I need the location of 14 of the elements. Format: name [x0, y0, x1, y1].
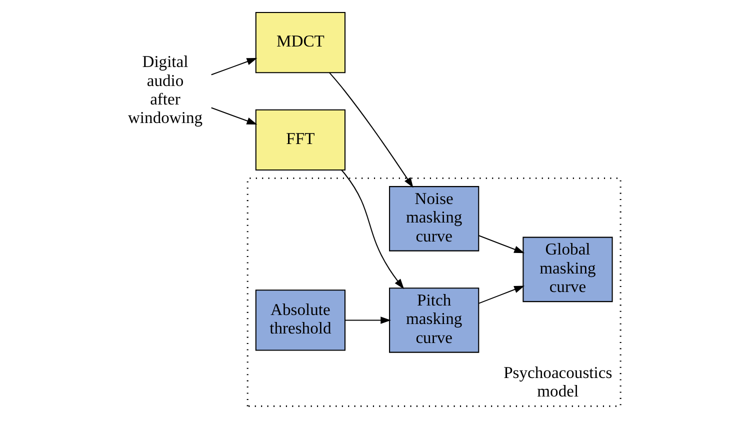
node-text: Digital audio after windowing [128, 52, 203, 128]
arrow [341, 170, 404, 290]
node-box: Global masking curve [522, 236, 613, 302]
node-box: Noise masking curve [389, 186, 480, 252]
node-box: FFT [255, 109, 346, 170]
arrow [345, 316, 391, 324]
node-box: MDCT [255, 12, 346, 74]
arrow [329, 72, 414, 188]
node-box: Pitch masking curve [389, 288, 480, 353]
arrow [211, 107, 258, 124]
arrow [478, 286, 525, 304]
arrow [478, 235, 525, 254]
node-box: Absolute threshold [255, 290, 346, 351]
arrow [211, 58, 258, 76]
